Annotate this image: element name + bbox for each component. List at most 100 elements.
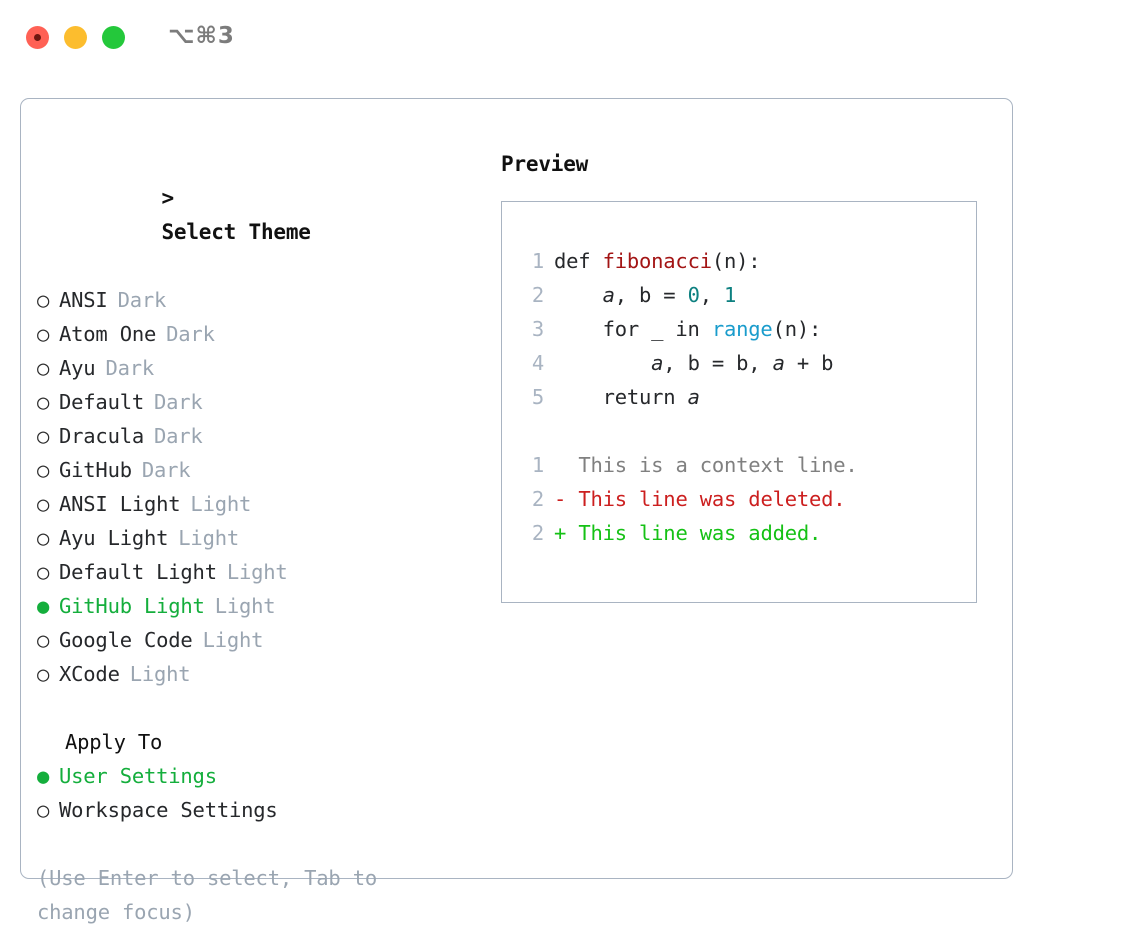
heading-text: Select Theme (161, 220, 311, 244)
diff-line-body: - This line was deleted. (554, 482, 846, 516)
radio-selected-icon: ● (37, 764, 50, 788)
code-token-plain: , b = b, (663, 351, 773, 375)
theme-variant-tag: Dark (105, 356, 155, 380)
apply-to-heading: Apply To (65, 730, 163, 754)
code-line-text: return a (554, 380, 700, 414)
code-line: 2 a, b = 0, 1 (516, 278, 970, 312)
radio-unselected-icon: ○ (37, 322, 50, 346)
code-token-num: 0 (687, 283, 700, 307)
radio-unselected-icon: ○ (37, 798, 50, 822)
code-token-plain: def (554, 249, 603, 273)
close-window-button[interactable] (26, 26, 49, 49)
code-line: 1 def fibonacci(n): (516, 244, 970, 278)
theme-variant-tag: Dark (117, 288, 167, 312)
diff-line-text: This line was deleted. (578, 487, 846, 511)
code-line-text: for _ in range(n): (554, 312, 822, 346)
theme-option-xcode[interactable]: ○ XCode Light (37, 657, 477, 691)
theme-option-label: Google Code (59, 628, 193, 652)
code-token-var: a (687, 385, 700, 409)
diff-line-body: This is a context line. (554, 448, 857, 482)
diff-sign: + (554, 521, 567, 545)
code-token-plain: , (699, 283, 725, 307)
code-line-number: 3 (531, 317, 544, 341)
diff-line-context: 1 This is a context line. (516, 448, 970, 482)
preview-heading: Preview (501, 152, 589, 176)
diff-line-number: 1 (531, 453, 544, 477)
diff-line-number: 2 (531, 521, 544, 545)
theme-option-label: Default (59, 390, 144, 414)
code-token-fn: fibonacci (602, 249, 712, 273)
code-token-plain: (n): (711, 249, 761, 273)
theme-option-label: Dracula (59, 424, 144, 448)
theme-variant-tag: Dark (141, 458, 191, 482)
theme-variant-tag: Dark (154, 424, 203, 448)
code-line-number: 4 (531, 351, 544, 375)
theme-variant-tag: Light (190, 492, 252, 516)
diff-sample: 1 This is a context line. 2 - This line wa… (516, 448, 970, 550)
heading-prefix-caret: > (161, 186, 174, 210)
apply-option-user-settings[interactable]: ●User Settings (37, 759, 477, 793)
theme-option-label: GitHub Light (59, 594, 205, 618)
maximize-window-button[interactable] (102, 26, 125, 49)
theme-option-label: Ayu (59, 356, 96, 380)
window-controls (26, 26, 125, 49)
radio-selected-icon: ● (37, 594, 50, 618)
radio-unselected-icon: ○ (37, 526, 50, 550)
code-token-builtin: range (711, 317, 773, 341)
diff-line-number: 2 (531, 487, 544, 511)
minimize-window-button[interactable] (64, 26, 87, 49)
apply-to-list: ●User Settings○Workspace Settings (37, 759, 477, 827)
diff-sign (554, 453, 566, 477)
theme-variant-tag: Light (178, 526, 239, 550)
code-token-plain: for _ in (554, 317, 712, 341)
code-token-plain: return (554, 385, 688, 409)
code-diff-spacer (516, 414, 970, 448)
apply-option-workspace-settings[interactable]: ○Workspace Settings (37, 793, 477, 827)
theme-variant-tag: Light (214, 594, 276, 618)
code-line-text: a, b = b, a + b (554, 346, 833, 380)
code-line-number: 1 (531, 249, 544, 273)
theme-variant-tag: Light (226, 560, 288, 584)
radio-unselected-icon: ○ (37, 560, 50, 584)
code-token-var: a (772, 351, 785, 375)
code-token-var: a (602, 283, 615, 307)
theme-option-ayu-light[interactable]: ○ Ayu Light Light (37, 521, 477, 555)
theme-option-ansi-light[interactable]: ○ ANSI Light Light (37, 487, 477, 521)
theme-option-label: Atom One (59, 322, 157, 346)
code-line-number: 2 (531, 283, 544, 307)
radio-unselected-icon: ○ (37, 492, 50, 516)
code-line: 3 for _ in range(n): (516, 312, 970, 346)
theme-variant-tag: Light (202, 628, 264, 652)
diff-line-text: This line was added. (578, 521, 822, 545)
theme-variant-tag: Light (129, 662, 191, 686)
theme-option-label: Ayu Light (59, 526, 169, 550)
theme-option-github-light[interactable]: ● GitHub Light Light (37, 589, 477, 623)
section-spacer (37, 691, 477, 725)
select-theme-heading: > Select Theme (37, 147, 477, 283)
theme-option-label: ANSI Light (59, 492, 181, 516)
window-shortcut-label: ⌥⌘3 (168, 23, 235, 49)
code-token-num: 1 (724, 283, 737, 307)
radio-unselected-icon: ○ (37, 458, 50, 482)
theme-option-label: ANSI (59, 288, 108, 312)
radio-unselected-icon: ○ (37, 628, 50, 652)
code-line-number: 5 (531, 385, 544, 409)
radio-unselected-icon: ○ (37, 662, 50, 686)
code-line-text: a, b = 0, 1 (554, 278, 737, 312)
theme-option-label: XCode (59, 662, 120, 686)
theme-option-google-code[interactable]: ○ Google Code Light (37, 623, 477, 657)
